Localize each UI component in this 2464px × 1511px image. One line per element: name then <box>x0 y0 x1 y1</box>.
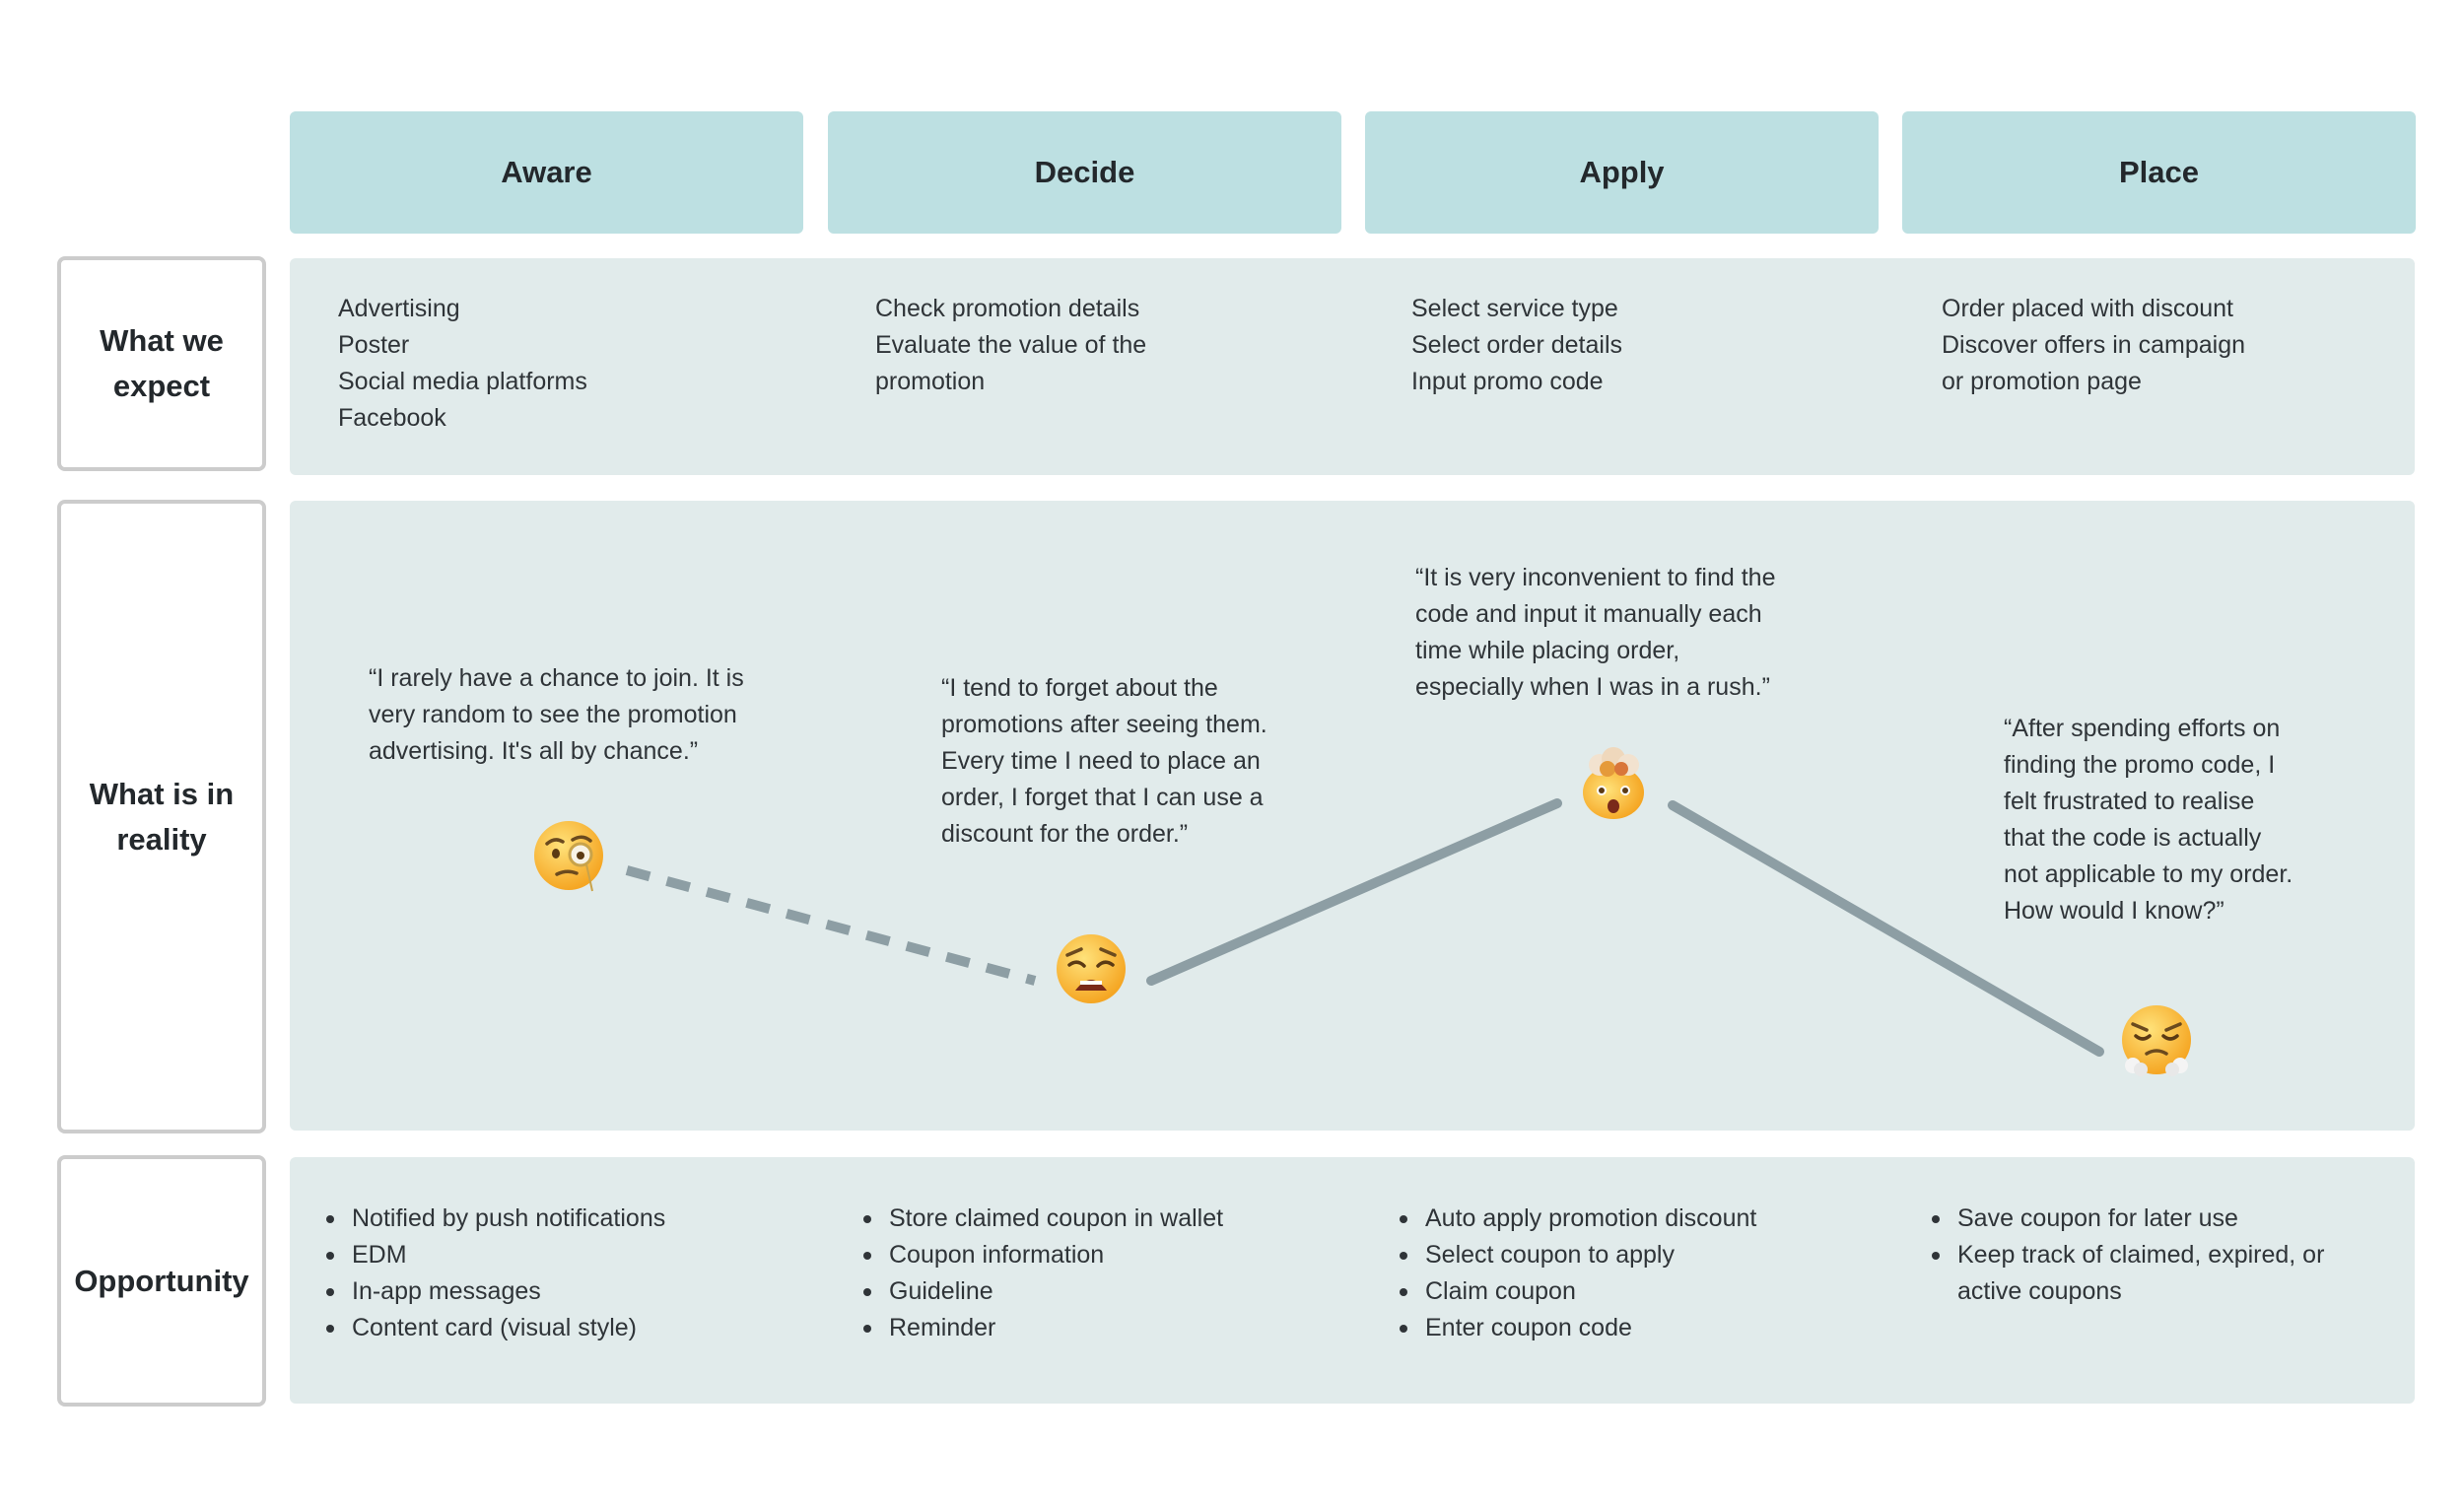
opportunity-list-place: Save coupon for later use Keep track of … <box>1932 1201 2324 1310</box>
list-item: Notified by push notifications <box>326 1201 665 1237</box>
reality-quote-aware: “I rarely have a chance to join. It is v… <box>369 660 744 770</box>
expect-item: Input promo code <box>1411 368 1604 395</box>
list-item: Reminder <box>863 1310 1223 1346</box>
reality-quote-apply: “It is very inconvenient to find the cod… <box>1415 560 1775 706</box>
quote-line: advertising. It's all by chance.” <box>369 737 699 765</box>
reality-quote-place: “After spending efforts on finding the p… <box>2004 711 2293 929</box>
quote-line: promotions after seeing them. <box>941 711 1267 738</box>
quote-line: that the code is actually <box>2004 824 2262 852</box>
list-item: active coupons <box>1957 1277 2122 1305</box>
opportunity-panel <box>290 1157 2415 1404</box>
list-item: Store claimed coupon in wallet <box>863 1201 1223 1237</box>
face-with-steam-icon <box>2122 1005 2191 1076</box>
expect-panel <box>290 258 2415 475</box>
emotion-segment-aware-decide <box>625 865 1037 986</box>
expect-item: Select order details <box>1411 331 1623 359</box>
stage-header-apply: Apply <box>1365 111 1879 234</box>
quote-line: Every time I need to place an <box>941 747 1261 775</box>
row-label-reality-line-1: What is in <box>89 776 235 811</box>
quote-line: “I rarely have a chance to join. It is <box>369 664 744 692</box>
quote-line: finding the promo code, I <box>2004 751 2276 779</box>
quote-line: “I tend to forget about the <box>941 674 1218 702</box>
expect-item: Order placed with discount <box>1942 295 2233 322</box>
quote-line: especially when I was in a rush.” <box>1415 673 1770 701</box>
expect-item: promotion <box>875 368 986 395</box>
expect-cell-apply: Select service type Select order details… <box>1411 291 1622 400</box>
quote-line: very random to see the promotion <box>369 701 737 728</box>
exploding-head-icon <box>1583 747 1644 819</box>
list-item: Auto apply promotion discount <box>1400 1201 1756 1237</box>
expect-cell-decide: Check promotion details Evaluate the val… <box>875 291 1146 400</box>
quote-line: “It is very inconvenient to find the <box>1415 564 1776 591</box>
quote-line: code and input it manually each <box>1415 600 1762 628</box>
stage-header-decide: Decide <box>828 111 1341 234</box>
quote-line: time while placing order, <box>1415 637 1680 664</box>
row-label-expect-line-1: What we <box>100 323 224 358</box>
opportunity-list-decide: Store claimed coupon in wallet Coupon in… <box>863 1201 1223 1346</box>
list-item: Claim coupon <box>1400 1273 1756 1310</box>
opportunity-list-apply: Auto apply promotion discount Select cou… <box>1400 1201 1756 1346</box>
row-label-reality-line-2: reality <box>116 821 207 857</box>
list-item: Guideline <box>863 1273 1223 1310</box>
quote-line: order, I forget that I can use a <box>941 784 1264 811</box>
row-label-expect-line-2: expect <box>112 369 211 403</box>
quote-line: “After spending efforts on <box>2004 715 2281 742</box>
quote-line: discount for the order.” <box>941 820 1189 848</box>
list-item: Enter coupon code <box>1400 1310 1756 1346</box>
expect-item: Facebook <box>338 404 446 432</box>
list-item: Save coupon for later use <box>1932 1201 2324 1237</box>
expect-cell-place: Order placed with discount Discover offe… <box>1942 291 2245 400</box>
list-item: Content card (visual style) <box>326 1310 665 1346</box>
expect-item: Discover offers in campaign <box>1942 331 2246 359</box>
list-item: EDM <box>326 1237 665 1273</box>
expect-item: Poster <box>338 331 410 359</box>
quote-line: How would I know?” <box>2004 897 2224 925</box>
row-label-reality: What is in reality <box>57 500 266 1133</box>
list-item: Keep track of claimed, expired, or <box>1932 1237 2324 1273</box>
opportunity-list-aware: Notified by push notifications EDM In-ap… <box>326 1201 665 1346</box>
list-item: Select coupon to apply <box>1400 1237 1756 1273</box>
list-item: Coupon information <box>863 1237 1223 1273</box>
expect-item: Advertising <box>338 295 460 322</box>
stage-header-aware: Aware <box>290 111 803 234</box>
stage-header-place: Place <box>1902 111 2416 234</box>
row-label-opportunity-line-1: Opportunity <box>74 1263 249 1298</box>
emotion-segment-decide-apply <box>1146 798 1562 986</box>
expect-item: Evaluate the value of the <box>875 331 1147 359</box>
expect-cell-aware: Advertising Poster Social media platform… <box>338 291 587 437</box>
list-item: In-app messages <box>326 1273 665 1310</box>
row-label-opportunity: Opportunity <box>57 1155 266 1407</box>
reality-quote-decide: “I tend to forget about the promotions a… <box>941 670 1267 853</box>
expect-item: Social media platforms <box>338 368 587 395</box>
expect-item: Select service type <box>1411 295 1618 322</box>
monocle-face-icon <box>534 821 603 892</box>
expect-item: Check promotion details <box>875 295 1140 322</box>
row-label-expect: What we expect <box>57 256 266 471</box>
expect-item: or promotion page <box>1942 368 2142 395</box>
weary-face-icon <box>1057 934 1126 1003</box>
emotion-segment-apply-place <box>1668 800 2104 1057</box>
quote-line: felt frustrated to realise <box>2004 788 2255 815</box>
quote-line: not applicable to my order. <box>2004 860 2293 888</box>
